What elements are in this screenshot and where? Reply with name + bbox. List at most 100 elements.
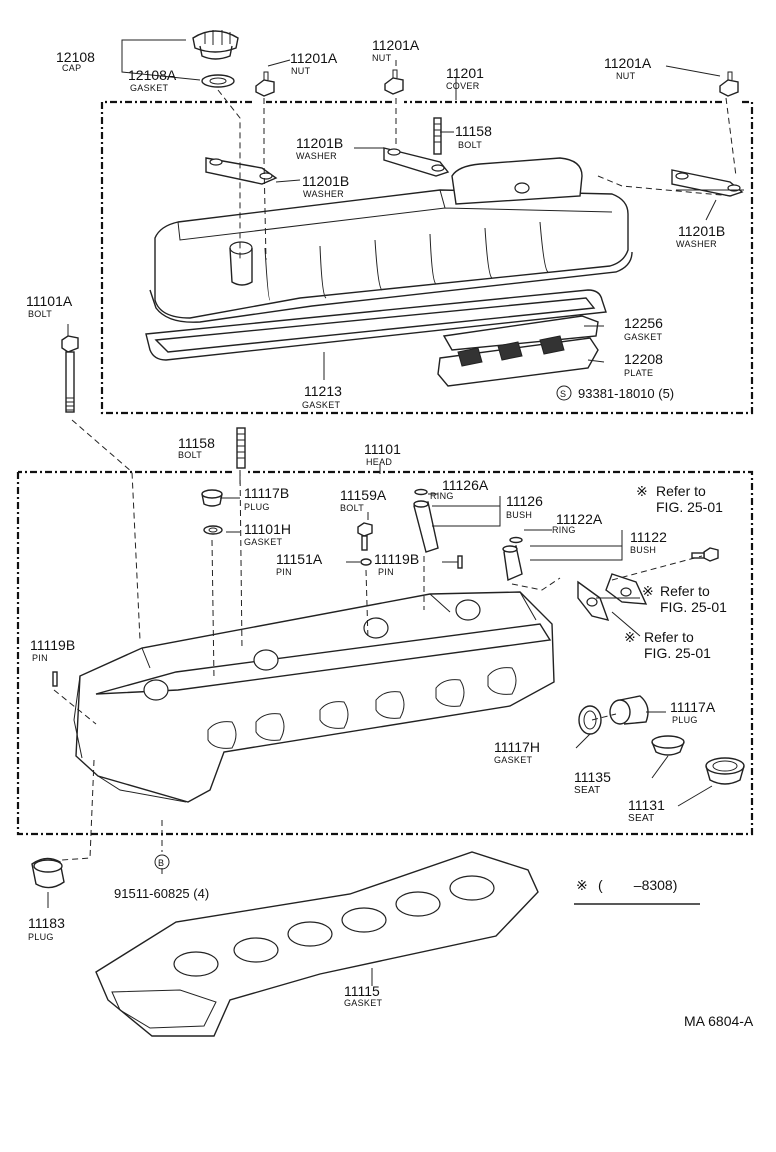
label-11158-name-1: BOLT: [458, 140, 482, 150]
ref-mark-2: ※: [642, 583, 654, 599]
label-12108a-part: 12108A: [128, 67, 177, 83]
seat-11131-part: [705, 757, 745, 785]
label-11131-part: 11131: [628, 797, 665, 813]
label-12108-part: 12108: [56, 49, 95, 65]
label-12108-name: CAP: [62, 63, 81, 73]
ring-11122a-part: [509, 536, 523, 544]
note-mark: ※: [576, 877, 588, 893]
ref-line2-1: FIG. 25-01: [656, 499, 723, 515]
label-11115-part: 11115: [344, 983, 380, 999]
label-11201b-part-3: 11201B: [678, 223, 725, 239]
figure-code: MA 6804-A: [684, 1013, 754, 1029]
cylinder-head-part: [73, 591, 555, 803]
label-11117h-part: 11117H: [494, 739, 540, 755]
label-11201b-name-1: WASHER: [296, 151, 337, 161]
label-11117a-part: 11117A: [670, 699, 716, 715]
label-11122a-name: RING: [552, 525, 576, 535]
bush-11122-part: [502, 544, 523, 582]
cylinder-head-cover-part: [149, 157, 633, 323]
head-bolt-part: [61, 335, 79, 413]
label-93381-part: 93381-18010 (5): [578, 386, 674, 401]
ref-mark-1: ※: [636, 483, 648, 499]
symbol-s-circle: [556, 385, 572, 401]
label-11201a-name-3: NUT: [616, 71, 636, 81]
label-11183-part: 11183: [28, 915, 65, 931]
label-11119b-part-1: 11119B: [374, 551, 419, 567]
label-11213-part: 11213: [304, 383, 342, 399]
label-11135-name: SEAT: [574, 785, 601, 796]
bush-11126-part: [413, 500, 439, 553]
stud-bolt-part-1: [433, 117, 442, 155]
oil-deflector-plate-part: [437, 335, 599, 387]
label-11126a-part: 11126A: [442, 477, 489, 493]
label-12208-name: PLATE: [624, 368, 653, 378]
washer-part-1: [205, 157, 278, 185]
label-11101-part: 11101: [364, 441, 401, 457]
plug-gasket-part: [203, 525, 223, 535]
label-11201a-part-1: 11201A: [290, 50, 338, 66]
plug-11183-part: [31, 857, 65, 889]
label-11126-part: 11126: [506, 493, 543, 509]
label-11201b-name-2: WASHER: [303, 189, 344, 199]
label-11119b-part-2: 11119B: [30, 637, 75, 653]
label-12256-part: 12256: [624, 315, 663, 331]
oil-cap-part: [192, 30, 239, 60]
cap-gasket-part: [201, 74, 235, 88]
symbol-b-circle: [154, 854, 170, 870]
bolt-11159a-part: [357, 522, 373, 551]
label-11117a-name: PLUG: [672, 715, 698, 725]
label-11201b-part-1: 11201B: [296, 135, 343, 151]
label-11201-name: COVER: [446, 81, 480, 91]
label-11101-name: HEAD: [366, 457, 392, 467]
ref-line2-2: FIG. 25-01: [660, 599, 727, 615]
pin-11151a-part: [360, 558, 372, 566]
label-11158-name-2: BOLT: [178, 450, 202, 460]
refer-gasket-1: [577, 580, 610, 621]
label-11101h-name: GASKET: [244, 537, 283, 547]
pin-11119b-part-2: [52, 671, 58, 687]
nut-part-3: [719, 71, 739, 97]
label-11159a-name: BOLT: [340, 503, 364, 513]
label-11101a-name: BOLT: [28, 309, 52, 319]
label-91511-symbol: B: [158, 858, 164, 868]
ref-line2-3: FIG. 25-01: [644, 645, 711, 661]
ref-line1-1: Refer to: [656, 483, 706, 499]
plug-11117b-part: [201, 489, 223, 507]
label-11119b-name-1: PIN: [378, 567, 394, 577]
head-cover-gasket-part: [145, 289, 607, 361]
seat-11135-part: [651, 735, 685, 756]
label-12108a-name: GASKET: [130, 83, 169, 93]
pin-11119b-part-1: [457, 555, 463, 569]
label-11115-name: GASKET: [344, 998, 383, 1008]
label-11159a-part: 11159A: [340, 487, 387, 503]
label-93381-symbol: S: [560, 389, 566, 399]
label-11151a-name: PIN: [276, 567, 292, 577]
oil-deflector-gasket-part: [442, 315, 599, 351]
label-11117b-part: 11117B: [244, 485, 289, 501]
label-11201a-name-2: NUT: [372, 53, 392, 63]
label-11119b-name-2: PIN: [32, 653, 48, 663]
label-11201b-name-3: WASHER: [676, 239, 717, 249]
bolt-side-part: [691, 547, 719, 562]
label-11201a-part-2: 11201A: [372, 37, 420, 53]
label-11213-name: GASKET: [302, 400, 341, 410]
label-11117b-name: PLUG: [244, 502, 270, 512]
label-11126a-name: RING: [430, 491, 454, 501]
head-group-box: [16, 470, 754, 836]
refer-gasket-2: [605, 573, 648, 605]
nut-part-1: [255, 71, 275, 97]
note-text: ( –8308): [598, 877, 677, 893]
label-11183-name: PLUG: [28, 932, 54, 942]
cylinder-head-gasket-part: [95, 851, 539, 1037]
plug-11117a-part: [609, 695, 649, 725]
nut-part-2: [384, 69, 404, 95]
label-11135-part: 11135: [574, 769, 611, 785]
label-11201a-name-1: NUT: [291, 66, 311, 76]
label-12208-part: 12208: [624, 351, 663, 367]
ref-line1-2: Refer to: [660, 583, 710, 599]
label-11201-part: 11201: [446, 65, 484, 81]
ring-11126a-part: [414, 488, 428, 496]
washer-part-2: [383, 147, 450, 177]
label-11122a-part: 11122A: [556, 511, 603, 527]
